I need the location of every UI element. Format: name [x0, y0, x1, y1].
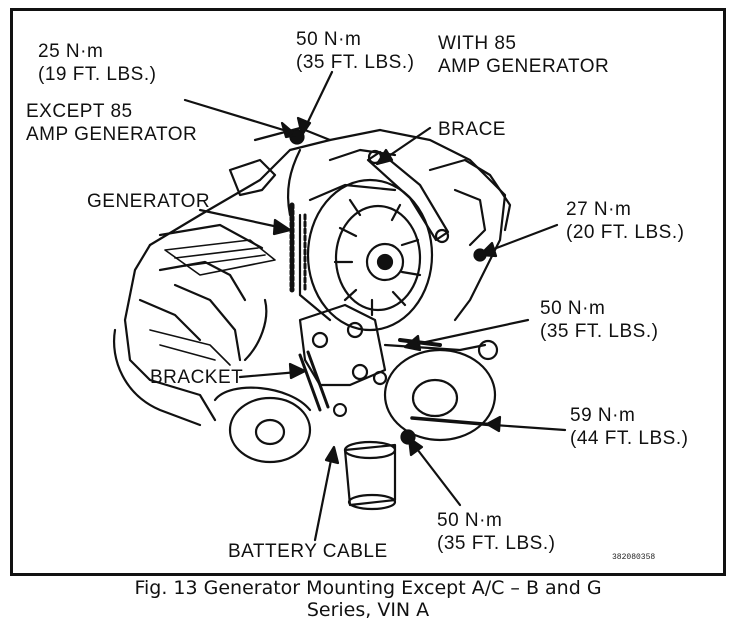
oil-filter	[343, 440, 397, 511]
torque-50-top-ftlbs: (35 FT. LBS.)	[296, 52, 415, 73]
brace-text: BRACE	[438, 119, 506, 140]
caption-line2: Series, VIN A	[306, 599, 430, 621]
figure-code: 382080358	[612, 553, 656, 562]
generator-label: GENERATOR	[87, 190, 210, 213]
with-85-amp-label: WITH 85 AMP GENERATOR	[438, 32, 609, 78]
torque-59-nm: 59 N·m	[570, 405, 636, 426]
brace-label: BRACE	[438, 118, 506, 141]
torque-label-50nm-mid: 50 N·m (35 FT. LBS.)	[540, 297, 658, 343]
generator-body	[289, 178, 434, 332]
with-85-line1: WITH 85	[438, 33, 517, 54]
with-85-line2: AMP GENERATOR	[438, 56, 610, 77]
torque-label-50nm-top: 50 N·m (35 FT. LBS.)	[296, 28, 414, 74]
except-85-line1: EXCEPT 85	[26, 101, 133, 122]
torque-50-mid-nm: 50 N·m	[540, 298, 606, 319]
pulleys	[213, 339, 499, 464]
valve-cover	[149, 239, 276, 366]
generator-text: GENERATOR	[87, 191, 211, 212]
torque-label-25nm: 25 N·m (19 FT. LBS.)	[38, 40, 156, 86]
torque-50-bottom-ftlbs: (35 FT. LBS.)	[437, 533, 556, 554]
torque-27-nm: 27 N·m	[566, 199, 632, 220]
battery-cable-text: BATTERY CABLE	[228, 541, 388, 562]
except-85-line2: AMP GENERATOR	[26, 124, 198, 145]
bracket-text: BRACKET	[150, 367, 244, 388]
battery-cable-label: BATTERY CABLE	[228, 540, 388, 563]
caption-line1: Fig. 13 Generator Mounting Except A/C – …	[134, 577, 602, 599]
torque-50-bottom-nm: 50 N·m	[437, 510, 503, 531]
torque-25-nm: 25 N·m	[38, 41, 104, 62]
torque-50-mid-ftlbs: (35 FT. LBS.)	[540, 321, 659, 342]
fasteners	[289, 129, 497, 445]
torque-label-59nm: 59 N·m (44 FT. LBS.)	[570, 404, 688, 450]
bracket-part	[298, 303, 388, 412]
diagram-frame	[10, 8, 726, 576]
bracket-label: BRACKET	[150, 366, 243, 389]
torque-25-ftlbs: (19 FT. LBS.)	[38, 64, 157, 85]
torque-label-27nm: 27 N·m (20 FT. LBS.)	[566, 198, 684, 244]
figure-caption: Fig. 13 Generator Mounting Except A/C – …	[0, 577, 736, 621]
torque-27-ftlbs: (20 FT. LBS.)	[566, 222, 685, 243]
brace-part	[366, 149, 450, 244]
torque-label-50nm-bottom: 50 N·m (35 FT. LBS.)	[437, 509, 555, 555]
leader-lines	[183, 70, 567, 542]
except-85-amp-label: EXCEPT 85 AMP GENERATOR	[26, 100, 197, 146]
torque-59-ftlbs: (44 FT. LBS.)	[570, 428, 689, 449]
torque-50-top-nm: 50 N·m	[296, 29, 362, 50]
